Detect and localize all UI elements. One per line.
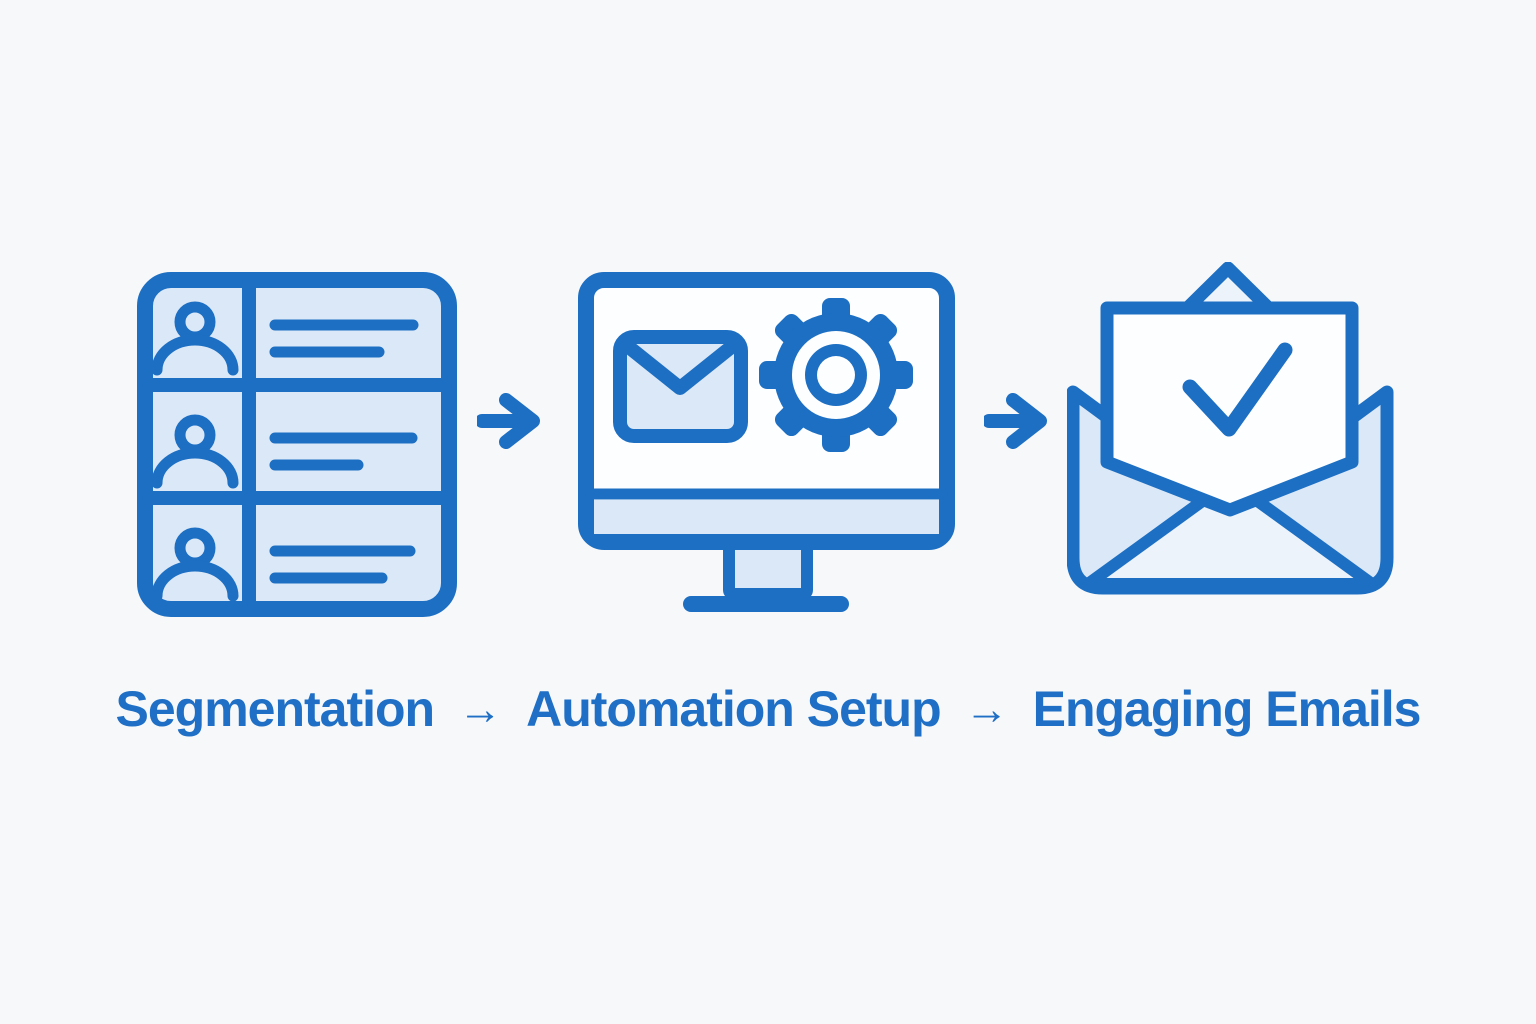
check-icon	[1182, 342, 1293, 437]
person-icon	[151, 527, 239, 602]
text-lines	[269, 319, 419, 584]
step-label-segmentation: Segmentation	[115, 681, 436, 737]
person-icon	[151, 414, 239, 489]
contact-list-icon	[137, 272, 457, 617]
arrow-glyph: →	[458, 685, 503, 734]
step-label-automation-setup: Automation Setup	[526, 681, 942, 737]
arrow-right-icon	[984, 393, 1047, 449]
arrow-glyph: →	[964, 685, 1009, 734]
arrow-right-icon	[477, 393, 540, 449]
envelope-bottom-flap	[1082, 475, 1378, 590]
email-icon	[613, 330, 748, 443]
gear-icon	[759, 298, 913, 452]
caption-row: Segmentation → Automation Setup → Engagi…	[0, 680, 1536, 738]
open-envelope-check-icon	[1067, 262, 1394, 595]
step-label-engaging-emails: Engaging Emails	[1032, 681, 1422, 737]
person-icon	[151, 301, 239, 376]
monitor-automation-icon	[578, 272, 955, 612]
letter-icon	[1100, 301, 1359, 517]
